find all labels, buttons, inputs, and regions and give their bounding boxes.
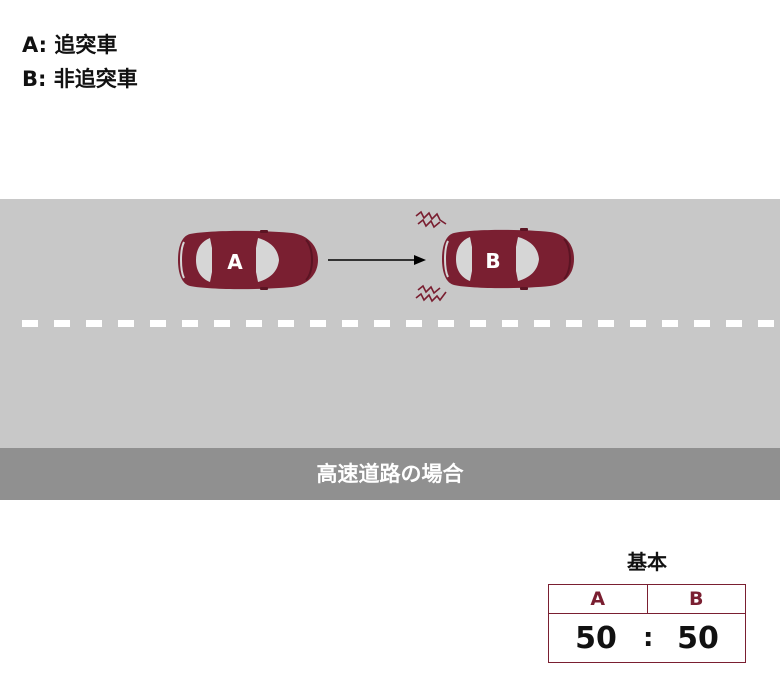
- car-b: B: [440, 226, 576, 296]
- car-a-icon: [178, 230, 318, 290]
- lane-divider-line: [22, 320, 780, 327]
- legend: A: 追突車 B: 非追突車: [22, 28, 138, 96]
- ratio-header-row: A B: [549, 585, 745, 614]
- legend-item-b: B: 非追突車: [22, 67, 138, 91]
- ratio-values-row: 50 : 50: [549, 614, 745, 662]
- ratio-separator: :: [643, 623, 654, 653]
- ratio-value-b: 50: [677, 620, 719, 656]
- car-b-label: B: [485, 249, 501, 273]
- fault-ratio: 基本 A B 50 : 50: [548, 548, 746, 663]
- direction-arrow: [328, 255, 426, 265]
- ratio-value-a: 50: [575, 620, 617, 656]
- ratio-header-b: B: [689, 588, 704, 610]
- ratio-title: 基本: [627, 550, 667, 574]
- road-caption: 高速道路の場合: [0, 448, 780, 500]
- car-a-label: A: [227, 250, 243, 274]
- legend-item-a: A: 追突車: [22, 33, 118, 57]
- impact-shake-bottom-icon: [415, 284, 447, 303]
- ratio-header-a: A: [549, 585, 648, 613]
- car-b-icon: [442, 228, 574, 290]
- impact-shake-top-icon: [415, 210, 447, 229]
- car-a: A: [176, 228, 320, 296]
- ratio-table: A B 50 : 50: [548, 584, 746, 663]
